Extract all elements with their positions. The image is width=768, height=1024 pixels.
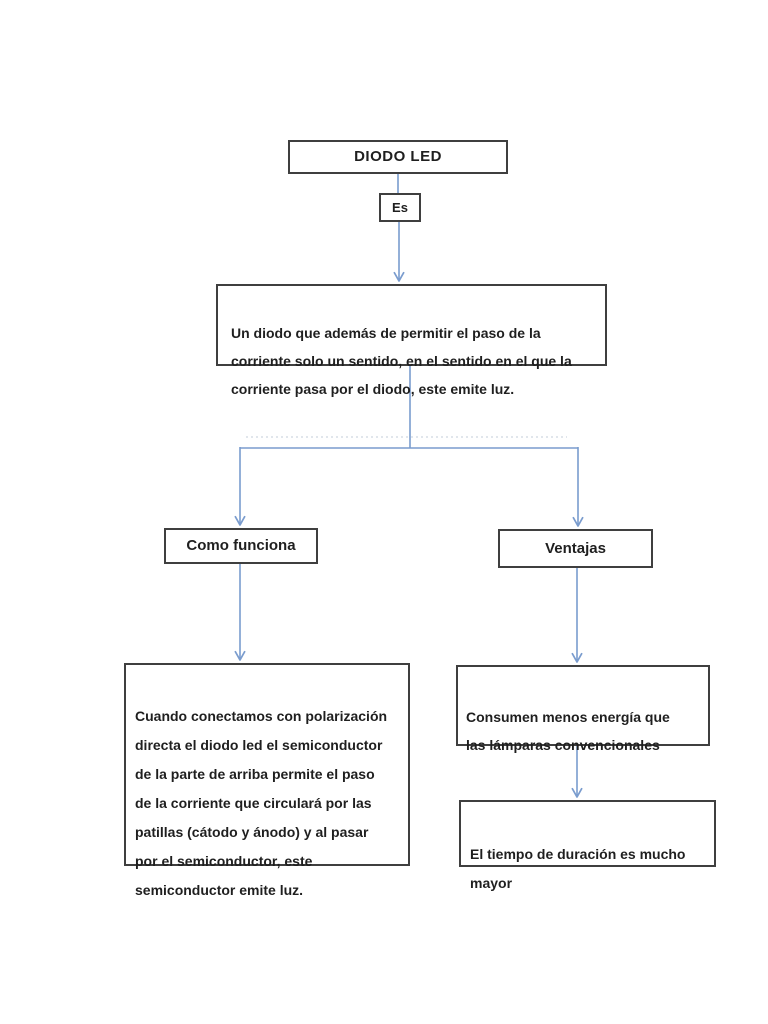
node-diodo-led-label: DIODO LED	[354, 148, 442, 165]
node-como-funciona: Como funciona	[164, 528, 318, 564]
node-definition: Un diodo que además de permitir el paso …	[216, 284, 607, 397]
node-ventajas-label: Ventajas	[545, 539, 606, 557]
node-es-label: Es	[392, 199, 408, 215]
node-how-it-works: Cuando conectamos con polarización direc…	[124, 663, 410, 898]
node-advantage-energy: Consumen menos energía que las lámparas …	[456, 665, 710, 753]
node-advantage-duration: El tiempo de duración es mucho mayor	[459, 800, 716, 891]
node-advantage-energy-text: Consumen menos energía que las lámparas …	[466, 709, 670, 753]
node-ventajas: Ventajas	[498, 529, 653, 568]
node-definition-text: Un diodo que además de permitir el paso …	[231, 325, 572, 397]
node-es: Es	[379, 193, 421, 222]
node-advantage-duration-text: El tiempo de duración es mucho mayor	[470, 846, 686, 891]
node-diodo-led: DIODO LED	[288, 140, 508, 174]
node-como-funciona-label: Como funciona	[186, 537, 296, 554]
node-how-it-works-text: Cuando conectamos con polarización direc…	[135, 708, 388, 898]
